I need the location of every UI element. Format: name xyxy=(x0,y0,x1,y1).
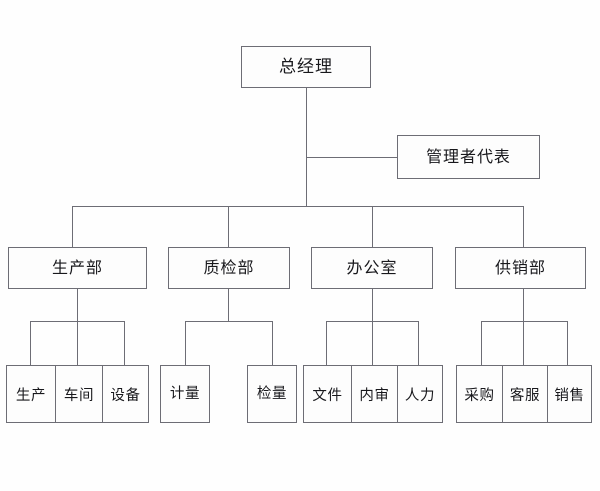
node-leaf-quality-metrology-label: 计量 xyxy=(169,385,201,402)
node-department-supply-label: 供销部 xyxy=(495,258,546,277)
node-leaf-office-human-resources-label: 人力 xyxy=(404,387,436,404)
node-department-office[interactable]: 办公室 xyxy=(311,247,433,289)
connector-quality-stem xyxy=(228,289,229,322)
leaf-group-production: 生产 车间 设备 xyxy=(6,365,149,423)
node-leaf-office-human-resources[interactable]: 人力 xyxy=(397,366,442,422)
node-leaf-supply-customer-service-label: 客服 xyxy=(509,387,541,404)
connector-supply-bus xyxy=(481,321,567,322)
node-leaf-office-documents-label: 文件 xyxy=(312,387,343,404)
connector-supply-stem xyxy=(523,289,524,365)
node-leaf-production-produce-label: 生产 xyxy=(15,387,47,404)
node-leaf-supply-purchasing[interactable]: 采购 xyxy=(457,366,502,422)
connector-supply-drop-1 xyxy=(481,321,482,365)
connector-quality-drop-2 xyxy=(272,321,273,365)
connector-production-bus xyxy=(30,321,124,322)
leaf-group-office: 文件 内审 人力 xyxy=(303,365,443,423)
node-leaf-production-equipment[interactable]: 设备 xyxy=(102,366,148,422)
connector-supply-drop-3 xyxy=(567,321,568,365)
node-leaf-quality-inspection-label: 检量 xyxy=(256,385,288,402)
connector-production-drop-1 xyxy=(30,321,31,365)
node-leaf-supply-sales[interactable]: 销售 xyxy=(547,366,591,422)
connector-production-stem xyxy=(77,289,78,365)
node-department-production[interactable]: 生产部 xyxy=(8,247,147,289)
node-department-supply[interactable]: 供销部 xyxy=(455,247,586,289)
connector-quality-drop-1 xyxy=(185,321,186,365)
node-leaf-office-internal-audit[interactable]: 内审 xyxy=(351,366,397,422)
connector-drop-office xyxy=(372,206,373,247)
node-management-representative[interactable]: 管理者代表 xyxy=(397,135,540,179)
leaf-group-supply: 采购 客服 销售 xyxy=(456,365,592,423)
connector-office-stem xyxy=(372,289,373,365)
node-leaf-office-internal-audit-label: 内审 xyxy=(359,387,390,404)
connector-office-drop-1 xyxy=(326,321,327,365)
node-department-quality[interactable]: 质检部 xyxy=(168,247,290,289)
connector-drop-production xyxy=(72,206,73,247)
node-leaf-supply-purchasing-label: 采购 xyxy=(464,387,495,404)
node-leaf-production-produce[interactable]: 生产 xyxy=(7,366,55,422)
node-general-manager[interactable]: 总经理 xyxy=(241,46,371,88)
connector-staff-branch xyxy=(306,157,397,158)
connector-production-drop-3 xyxy=(124,321,125,365)
node-leaf-production-equipment-label: 设备 xyxy=(110,387,141,404)
node-department-production-label: 生产部 xyxy=(52,258,103,277)
node-leaf-production-workshop[interactable]: 车间 xyxy=(55,366,102,422)
node-management-representative-label: 管理者代表 xyxy=(426,147,511,166)
node-leaf-quality-metrology[interactable]: 计量 xyxy=(160,365,210,423)
connector-gm-trunk xyxy=(306,88,307,206)
node-leaf-production-workshop-label: 车间 xyxy=(63,387,95,404)
node-leaf-quality-inspection[interactable]: 检量 xyxy=(247,365,297,423)
connector-quality-bus xyxy=(185,321,272,322)
node-department-quality-label: 质检部 xyxy=(203,258,255,277)
connector-drop-quality xyxy=(228,206,229,247)
connector-office-drop-3 xyxy=(418,321,419,365)
node-leaf-supply-customer-service[interactable]: 客服 xyxy=(502,366,547,422)
node-department-office-label: 办公室 xyxy=(346,258,398,277)
connector-drop-supply xyxy=(523,206,524,247)
connector-office-bus xyxy=(326,321,418,322)
node-general-manager-label: 总经理 xyxy=(278,56,334,77)
connector-level2-bus xyxy=(72,206,524,207)
node-leaf-office-documents[interactable]: 文件 xyxy=(304,366,351,422)
node-leaf-supply-sales-label: 销售 xyxy=(554,387,585,404)
